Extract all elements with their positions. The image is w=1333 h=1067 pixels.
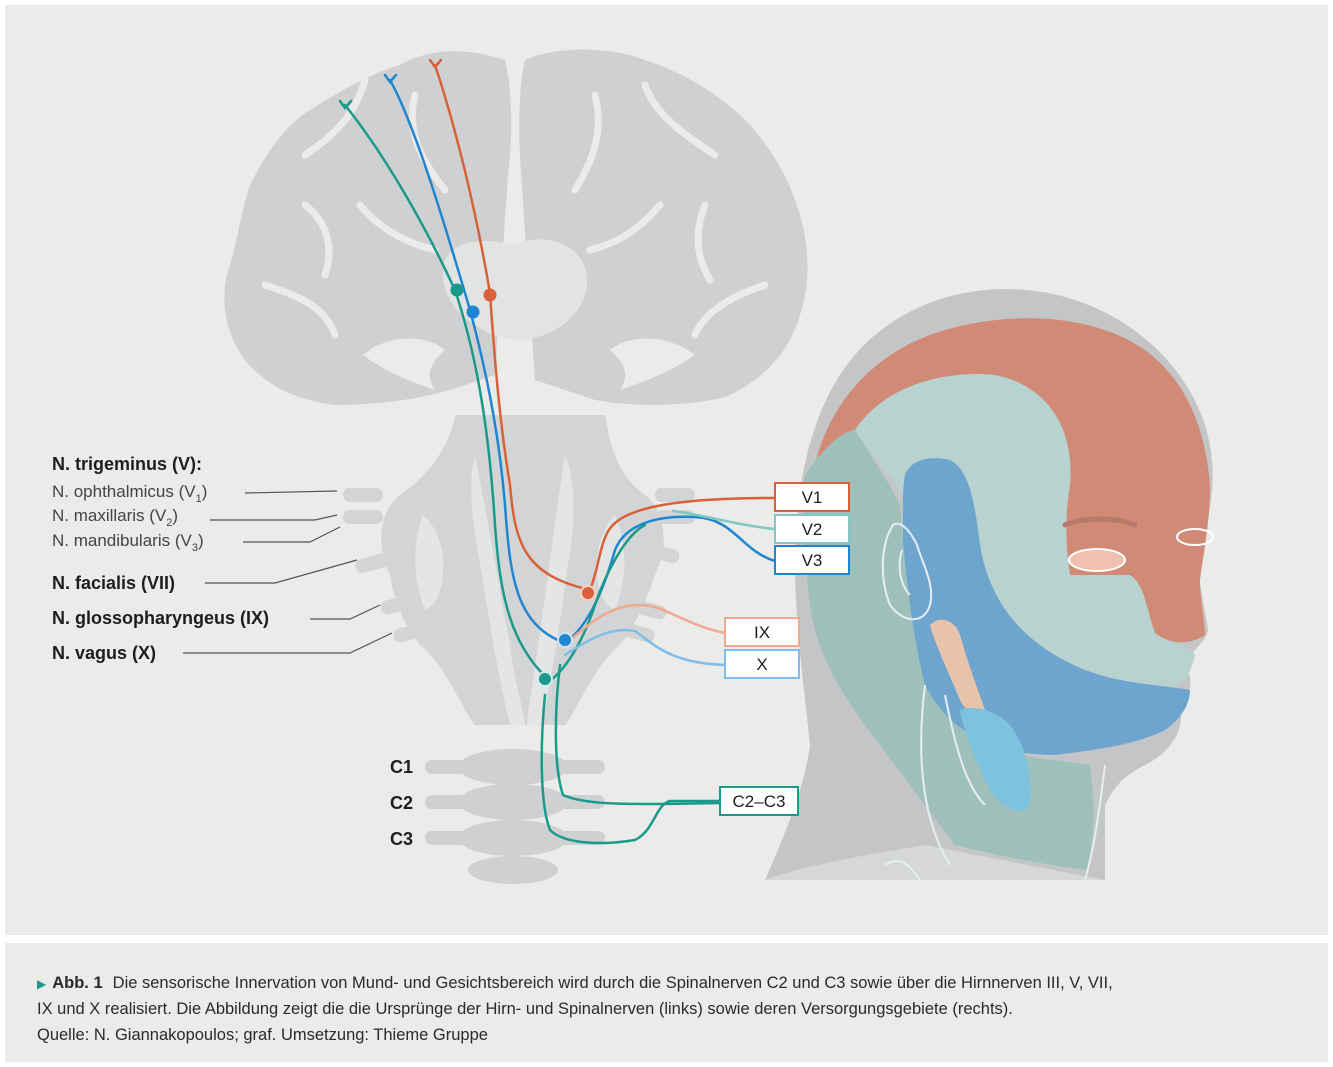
label-facialis: N. facialis (VII) xyxy=(52,573,175,593)
nucleus-orange-lower xyxy=(581,586,595,600)
brain-section xyxy=(224,49,807,405)
label-c1: C1 xyxy=(390,757,413,777)
box-v2-label: V2 xyxy=(802,520,823,539)
label-ophthalmicus: N. ophthalmicus (V1) xyxy=(52,482,207,505)
caption-figure-number: Abb. 1 xyxy=(52,974,102,992)
box-v3: V3 xyxy=(775,546,849,574)
nucleus-blue-lower xyxy=(558,633,572,647)
label-c3: C3 xyxy=(390,829,413,849)
nucleus-blue-upper xyxy=(467,306,480,319)
caption-line-3: Quelle: N. Giannakopoulos; graf. Umsetzu… xyxy=(37,1026,488,1045)
spinal-cord xyxy=(425,749,605,884)
label-vagus: N. vagus (X) xyxy=(52,643,156,663)
box-c2c3-label: C2–C3 xyxy=(733,792,786,811)
nucleus-orange-upper xyxy=(484,289,497,302)
box-v2: V2 xyxy=(775,515,849,543)
figure-panel: N. trigeminus (V): N. ophthalmicus (V1) … xyxy=(5,5,1328,935)
box-x: X xyxy=(725,650,799,678)
label-c2: C2 xyxy=(390,793,413,813)
nucleus-green-upper xyxy=(451,284,464,297)
nucleus-green-lower xyxy=(538,672,552,686)
box-v1: V1 xyxy=(775,483,849,511)
brainstem xyxy=(343,415,695,725)
box-x-label: X xyxy=(756,655,767,674)
caption-line-1: ▶ Abb. 1 Die sensorische Innervation von M… xyxy=(37,974,1113,993)
box-v3-label: V3 xyxy=(802,551,823,570)
caption-panel: ▶ Abb. 1 Die sensorische Innervation von M… xyxy=(5,943,1328,1062)
label-trigeminus: N. trigeminus (V): xyxy=(52,454,202,474)
label-maxillaris: N. maxillaris (V2) xyxy=(52,506,178,529)
anatomy-diagram: N. trigeminus (V): N. ophthalmicus (V1) … xyxy=(5,5,1328,935)
label-mandibularis: N. mandibularis (V3) xyxy=(52,531,204,554)
label-glossopharyngeus: N. glossopharyngeus (IX) xyxy=(52,608,269,628)
caption-line-2: IX und X realisiert. Die Abbildung zeigt… xyxy=(37,1000,1013,1019)
head-profile xyxy=(765,289,1213,880)
caption-text-1: Die sensorische Innervation von Mund- un… xyxy=(113,974,1113,992)
box-c2c3: C2–C3 xyxy=(720,787,798,815)
box-ix-label: IX xyxy=(754,623,770,642)
caption-arrow-icon: ▶ xyxy=(37,977,46,991)
box-v1-label: V1 xyxy=(802,488,823,507)
box-ix: IX xyxy=(725,618,799,646)
